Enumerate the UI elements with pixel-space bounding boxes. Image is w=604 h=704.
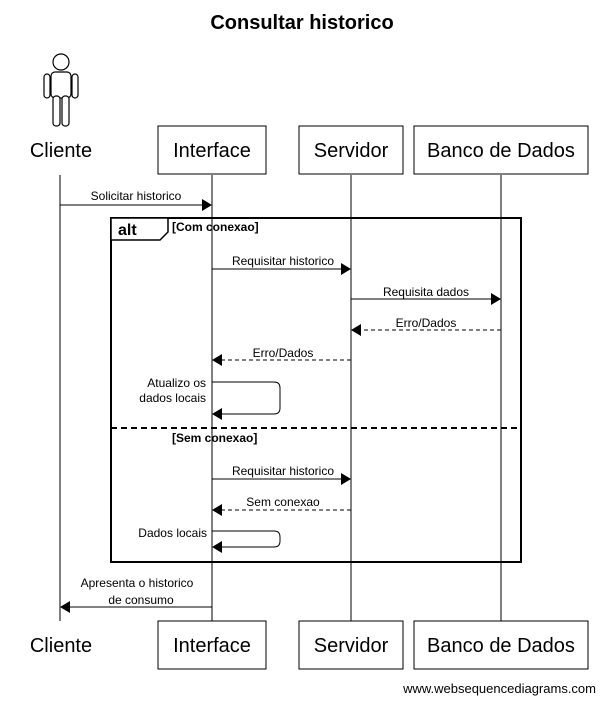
- svg-text:Atualizo os: Atualizo os: [147, 376, 206, 390]
- arrow-head-icon: [212, 408, 222, 420]
- svg-text:Requisita dados: Requisita dados: [383, 285, 469, 299]
- svg-text:dados locais: dados locais: [139, 391, 206, 405]
- arrow-head-icon: [60, 601, 70, 613]
- actor-cliente-bottom: Cliente: [30, 635, 92, 657]
- actor-cliente-top: Cliente: [30, 140, 92, 162]
- alt-frame-tab: [110, 217, 169, 241]
- participant-servidor-top: [298, 125, 404, 175]
- footer-watermark: www.websequencediagrams.com: [402, 681, 596, 696]
- message-dados-locais: Dados locais: [138, 526, 281, 553]
- arrow-head-icon: [491, 293, 501, 305]
- arrow-head-icon: [212, 541, 222, 553]
- alt-operator-label: alt: [118, 222, 137, 239]
- message-requisitar-historico-1: Requisitar historico: [212, 254, 351, 275]
- svg-text:Apresenta o historico: Apresenta o historico: [81, 576, 194, 590]
- svg-text:Solicitar historico: Solicitar historico: [91, 189, 182, 203]
- diagram-title: Consultar historico: [210, 12, 393, 34]
- message-requisitar-historico-2: Requisitar historico: [212, 464, 351, 485]
- arrow-head-icon: [212, 354, 222, 366]
- participant-banco-bottom: [413, 620, 589, 670]
- guard-com-conexao: [Com conexao]: [172, 220, 259, 234]
- svg-text:Sem conexao: Sem conexao: [246, 495, 320, 509]
- message-sem-conexao: Sem conexao: [212, 495, 351, 516]
- svg-text:Erro/Dados: Erro/Dados: [396, 316, 457, 330]
- svg-text:Dados locais: Dados locais: [138, 526, 207, 540]
- arrow-head-icon: [202, 199, 212, 211]
- participant-servidor-top-label: Servidor: [314, 140, 389, 162]
- alt-frame: [110, 217, 522, 563]
- arrow-head-icon: [351, 324, 361, 336]
- svg-text:Requisitar historico: Requisitar historico: [232, 464, 334, 478]
- svg-text:Requisitar historico: Requisitar historico: [232, 254, 334, 268]
- message-apresenta-historico: Apresenta o historico de consumo: [60, 576, 212, 613]
- guard-sem-conexao: [Sem conexao]: [172, 431, 257, 445]
- arrow-head-icon: [341, 263, 351, 275]
- user-icon: [43, 53, 79, 127]
- participant-interface-top-label: Interface: [173, 140, 251, 162]
- participant-banco-top-label: Banco de Dados: [427, 140, 575, 162]
- svg-text:Erro/Dados: Erro/Dados: [253, 346, 314, 360]
- participant-interface-bottom: [157, 620, 267, 670]
- svg-text:de consumo: de consumo: [108, 593, 174, 607]
- message-atualizo-dados-locais: Atualizo os dados locais: [139, 376, 281, 420]
- message-erro-dados-1: Erro/Dados: [351, 316, 501, 336]
- participant-interface-bottom-label: Interface: [173, 635, 251, 657]
- arrow-head-icon: [341, 473, 351, 485]
- participant-interface-top: [157, 125, 267, 175]
- participant-servidor-bottom-label: Servidor: [314, 635, 389, 657]
- message-erro-dados-2: Erro/Dados: [212, 346, 351, 366]
- participant-servidor-bottom: [298, 620, 404, 670]
- participant-banco-bottom-label: Banco de Dados: [427, 635, 575, 657]
- message-solicitar-historico: Solicitar historico: [60, 189, 212, 211]
- participant-banco-top: [413, 125, 589, 175]
- arrow-head-icon: [212, 504, 222, 516]
- message-requisita-dados: Requisita dados: [351, 285, 501, 305]
